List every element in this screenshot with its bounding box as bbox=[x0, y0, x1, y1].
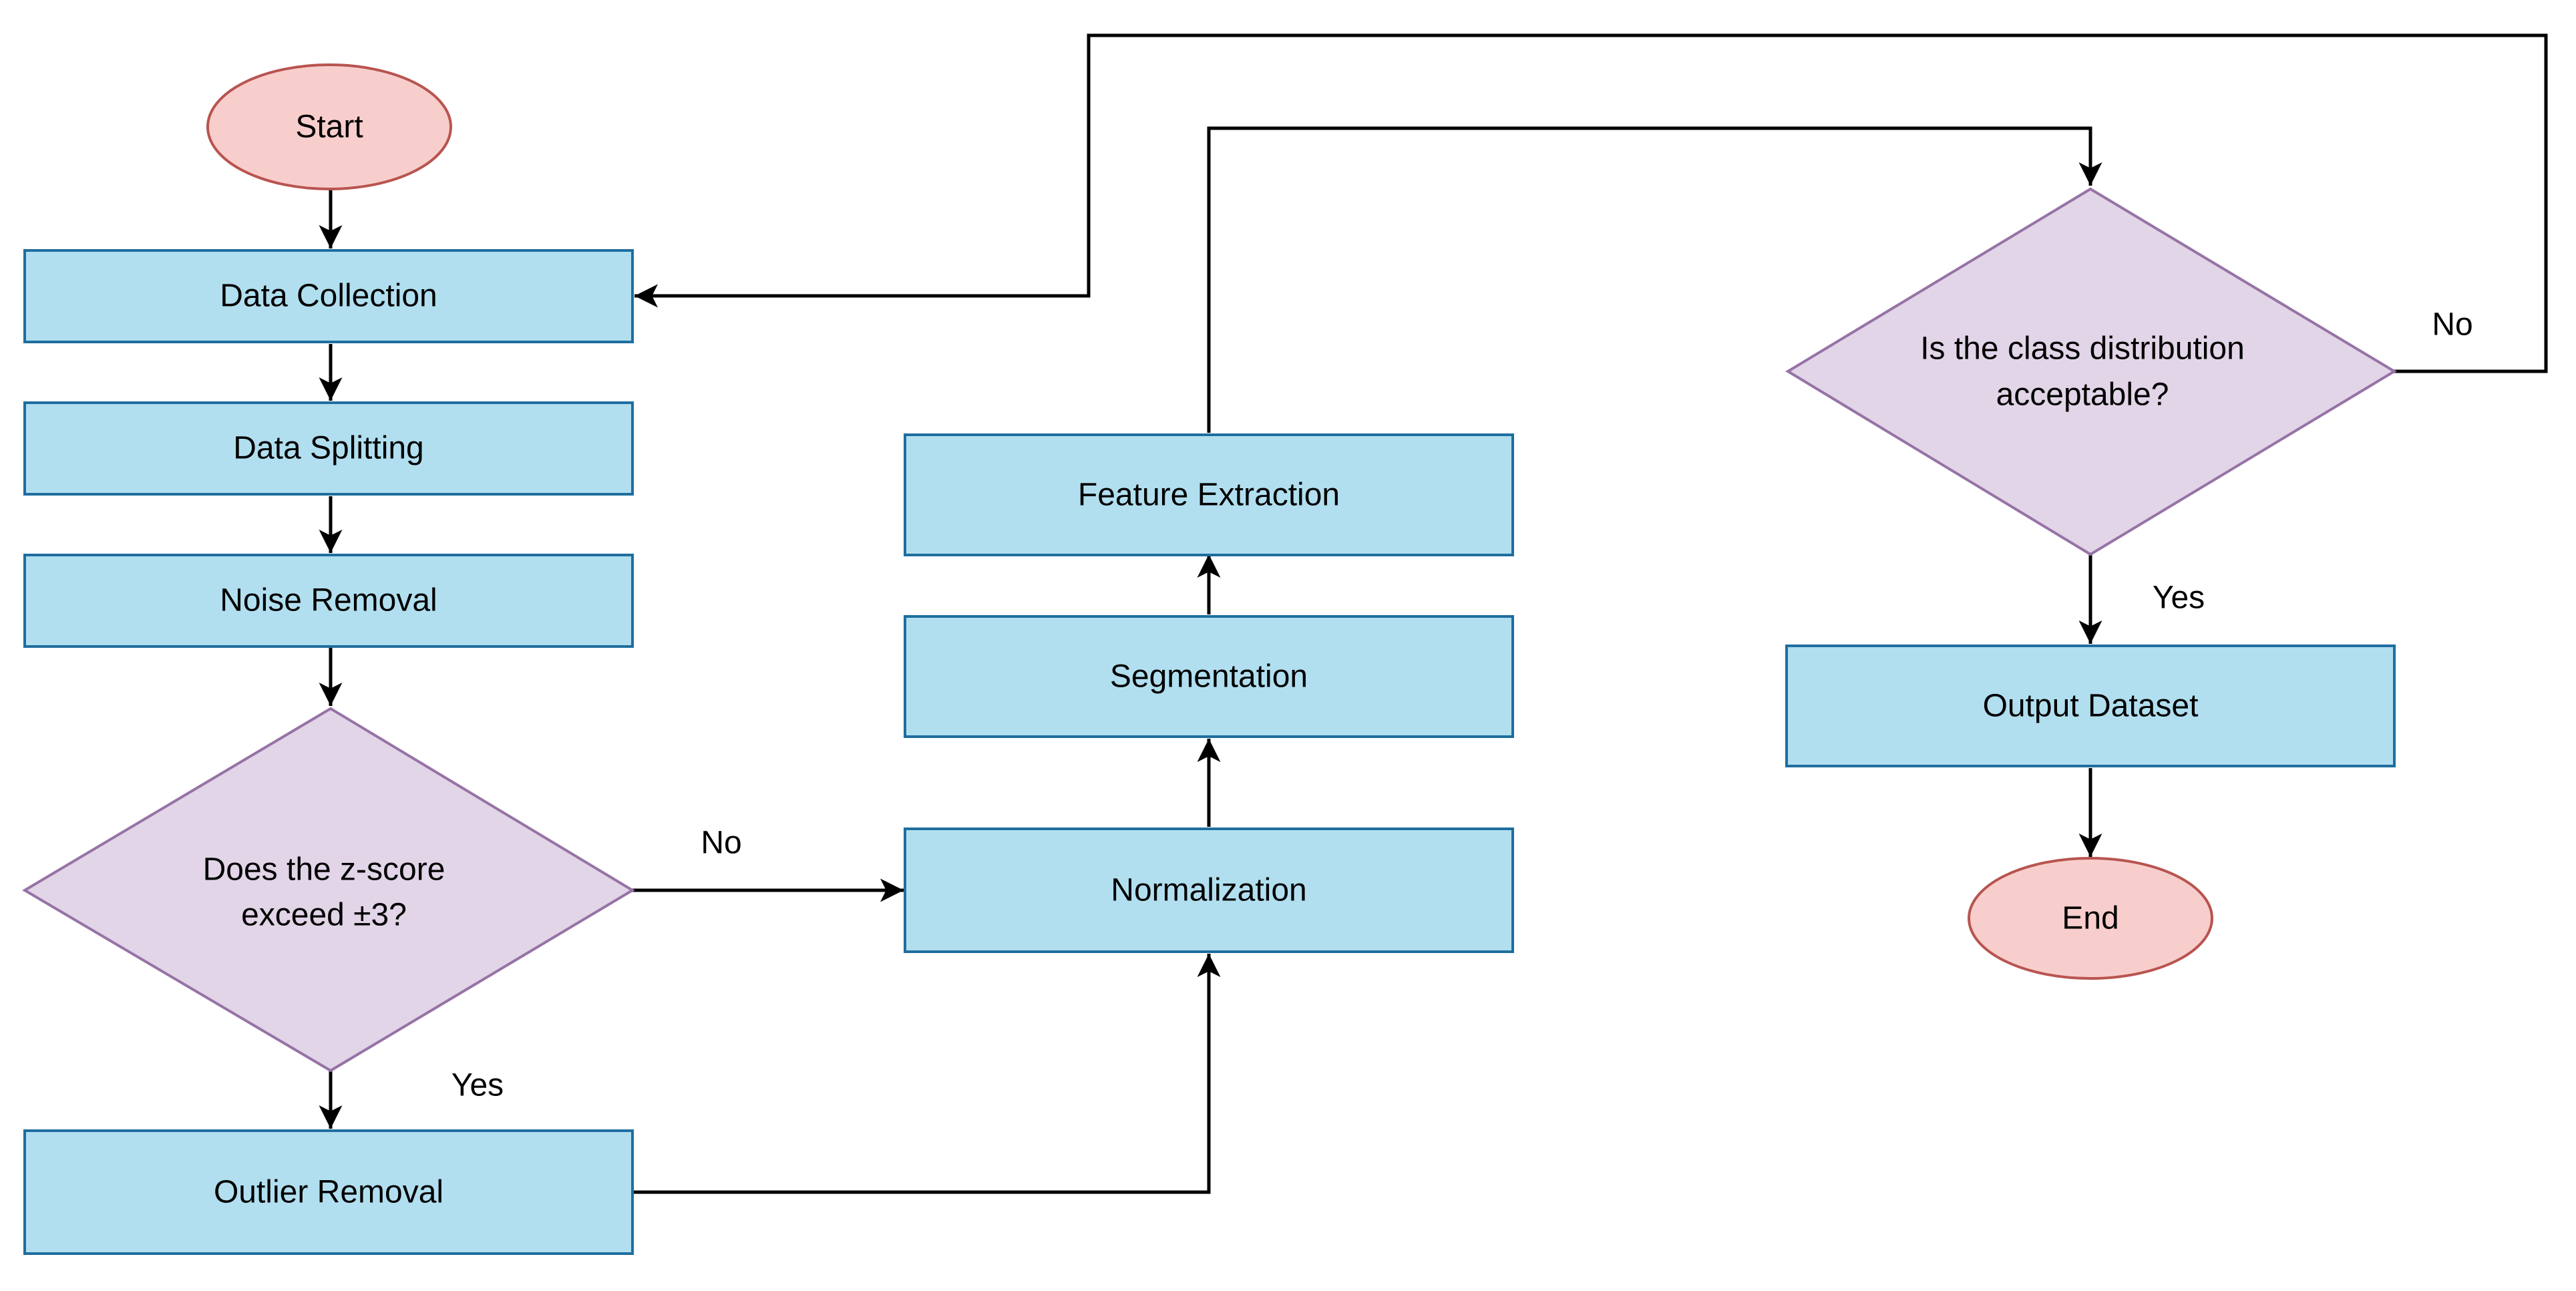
zscore-yes-label: Yes bbox=[451, 1068, 504, 1103]
edge-class-no-to-data-collection bbox=[634, 33, 2548, 373]
data-collection-label: Data Collection bbox=[220, 279, 437, 314]
start-node: Start bbox=[206, 63, 452, 190]
start-label: Start bbox=[295, 110, 363, 145]
data-collection-node: Data Collection bbox=[23, 249, 634, 343]
end-node: End bbox=[1968, 857, 2213, 980]
data-splitting-node: Data Splitting bbox=[23, 401, 634, 496]
class-yes-label: Yes bbox=[2153, 580, 2205, 616]
feature-extraction-label: Feature Extraction bbox=[1078, 478, 1340, 513]
segmentation-label: Segmentation bbox=[1110, 659, 1308, 695]
feature-extraction-node: Feature Extraction bbox=[904, 433, 1514, 556]
zscore-no-label: No bbox=[701, 825, 741, 861]
zscore-decision-node: Does the z-score exceed ±3? bbox=[22, 707, 635, 1073]
edge-feature-extraction-to-class-decision bbox=[1207, 126, 2102, 433]
output-dataset-node: Output Dataset bbox=[1785, 644, 2396, 767]
zscore-question-line2: exceed ±3? bbox=[241, 898, 407, 933]
noise-removal-node: Noise Removal bbox=[23, 554, 634, 648]
output-dataset-label: Output Dataset bbox=[1983, 689, 2199, 724]
class-no-label: No bbox=[2432, 307, 2472, 343]
edges bbox=[319, 33, 2548, 1194]
zscore-question-line1: Does the z-score bbox=[203, 852, 445, 888]
outlier-removal-label: Outlier Removal bbox=[214, 1175, 443, 1210]
end-label: End bbox=[2062, 901, 2119, 936]
class-question-line1: Is the class distribution bbox=[1920, 331, 2245, 367]
normalization-node: Normalization bbox=[904, 827, 1514, 953]
noise-removal-label: Noise Removal bbox=[220, 583, 437, 618]
data-splitting-label: Data Splitting bbox=[233, 431, 424, 466]
outlier-removal-node: Outlier Removal bbox=[23, 1129, 634, 1255]
class-question-line2: acceptable? bbox=[1996, 377, 2169, 413]
class-distribution-decision-node: Is the class distribution acceptable? bbox=[1785, 187, 2397, 556]
segmentation-node: Segmentation bbox=[904, 615, 1514, 738]
edge-outlier-removal-to-normalization bbox=[632, 954, 1221, 1194]
normalization-label: Normalization bbox=[1111, 873, 1306, 908]
